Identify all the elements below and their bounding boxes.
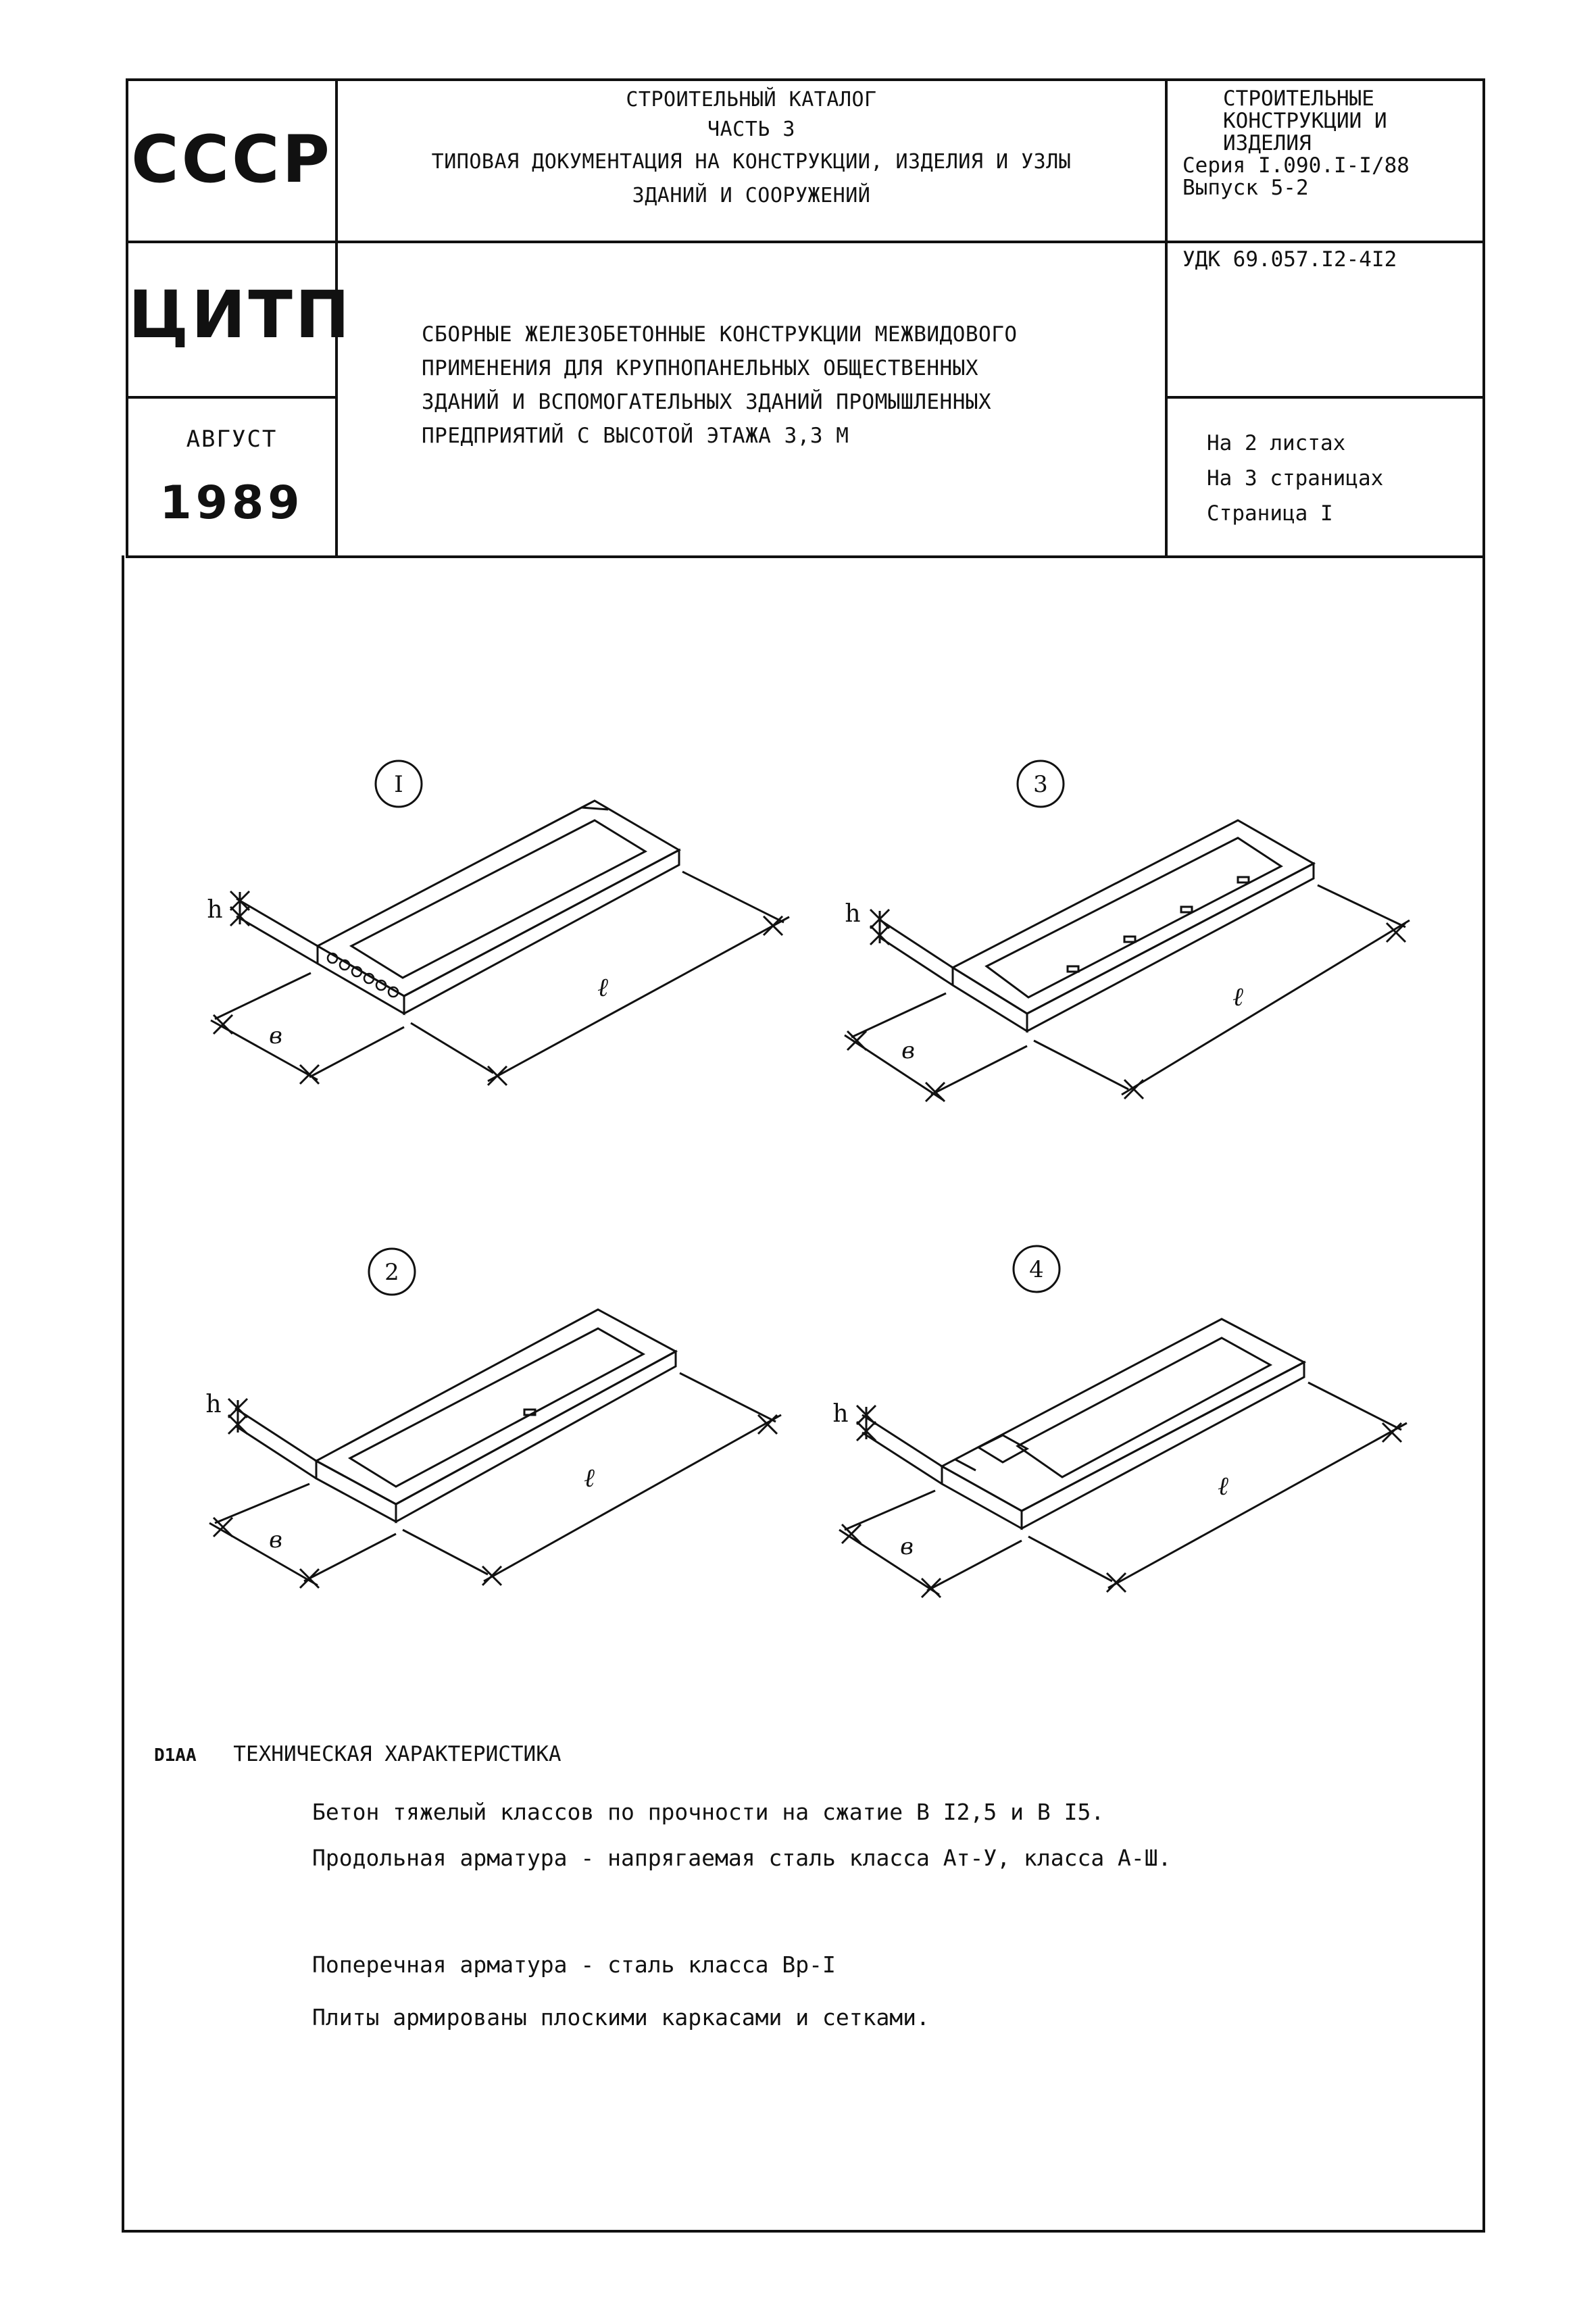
section-line: ИЗДЕЛИЯ [1223, 131, 1312, 155]
tech-code: D1AA [154, 1745, 197, 1766]
slab-1-inner [349, 819, 648, 979]
figure-3-b-label: в [901, 1037, 915, 1064]
catalog-line: ТИПОВАЯ ДОКУМЕНТАЦИЯ НА КОНСТРУКЦИИ, ИЗД… [431, 150, 1072, 174]
figure-2-number: 2 [384, 1259, 399, 1286]
sheets-count: На 2 листах [1207, 431, 1346, 455]
figure-3-number: 3 [1033, 771, 1048, 798]
figure-4-l-label: ℓ [1218, 1471, 1228, 1501]
slab-1-voids [326, 952, 399, 998]
figure-3-h-label: h [845, 900, 860, 928]
figure-3-l-label: ℓ [1232, 982, 1243, 1012]
figure-4-number: 4 [1029, 1256, 1044, 1283]
section-line: СТРОИТЕЛЬНЫЕ [1223, 86, 1374, 111]
catalog-line: СТРОИТЕЛЬНЫЙ КАТАЛОГ [626, 88, 877, 111]
figure-1-b-label: в [269, 1022, 282, 1049]
title-line: СБОРНЫЕ ЖЕЛЕЗОБЕТОННЫЕ КОНСТРУКЦИИ МЕЖВИ… [422, 322, 1018, 347]
figure-4-h-label: h [832, 1400, 848, 1428]
slab-3-side [1026, 862, 1315, 1033]
tech-header: D1AA ТЕХНИЧЕСКАЯ ХАРАКТЕРИСТИКА [154, 1738, 1465, 1772]
slab-1-side [403, 848, 680, 1016]
figure-1-h-label: h [207, 896, 222, 924]
slab-4-front [941, 1464, 1023, 1530]
figure-4-number-circle [1012, 1245, 1061, 1293]
body-left-line [122, 555, 124, 2231]
title-line: ПРИМЕНЕНИЯ ДЛЯ КРУПНОПАНЕЛЬНЫХ ОБЩЕСТВЕН… [422, 356, 979, 380]
frame-row2-right-line [1165, 396, 1485, 399]
body-bottom-line [122, 2230, 1485, 2233]
slab-2-front [315, 1459, 397, 1524]
section-block: СТРОИТЕЛЬНЫЕ КОНСТРУКЦИИ И ИЗДЕЛИЯ Серия… [1182, 88, 1480, 199]
year-label: 1989 [159, 476, 304, 530]
figure-2-number-circle [368, 1247, 416, 1296]
figure-3-number-circle [1016, 760, 1065, 808]
body-right-line [1482, 555, 1485, 2231]
tech-section: D1AA ТЕХНИЧЕСКАЯ ХАРАКТЕРИСТИКА [154, 1738, 1465, 1772]
slab-4-top [939, 1318, 1307, 1512]
country-label: СССР [131, 122, 332, 197]
slab-1-front [316, 944, 405, 1016]
page-number: Страница I [1207, 501, 1333, 526]
figure-2 [209, 1247, 782, 1589]
title-line: ЗДАНИЙ И ВСПОМОГАТЕЛЬНЫХ ЗДАНИЙ ПРОМЫШЛЕ… [422, 390, 992, 414]
slab-4-inner [1016, 1337, 1273, 1478]
tech-line: Поперечная арматура - сталь класса Вр-I [312, 1951, 836, 1978]
org-label: ЦИТП [128, 277, 353, 353]
catalog-block: СТРОИТЕЛЬНЫЙ КАТАЛОГ ЧАСТЬ 3 ТИПОВАЯ ДОК… [338, 86, 1165, 209]
month-label: АВГУСТ [186, 426, 278, 453]
slab-3-inner [984, 837, 1283, 999]
figure-3 [844, 760, 1410, 1103]
figure-2-b-label: в [269, 1526, 282, 1553]
pages-count: На 3 страницах [1207, 466, 1384, 491]
series-line: Серия I.090.I-I/88 [1182, 153, 1410, 178]
tech-heading: ТЕХНИЧЕСКАЯ ХАРАКТЕРИСТИКА [233, 1742, 562, 1766]
product-title: СБОРНЫЕ ЖЕЛЕЗОБЕТОННЫЕ КОНСТРУКЦИИ МЕЖВИ… [422, 318, 1158, 453]
tech-line: Продольная арматура - напрягаемая сталь … [312, 1845, 1172, 1871]
slab-2-inner [347, 1327, 646, 1488]
figure-4 [839, 1245, 1407, 1599]
catalog-line: ЗДАНИЙ И СООРУЖЕНИЙ [632, 184, 871, 207]
frame-row1-line [126, 241, 1485, 243]
slab-1-top [315, 799, 682, 997]
frame-right-line [1482, 78, 1485, 558]
udk-label: УДК 69.057.I2-4I2 [1182, 247, 1397, 272]
frame-row2-left-line [126, 396, 336, 399]
figure-1-number-circle [374, 760, 423, 808]
tech-line: Плиты армированы плоскими каркасами и се… [312, 2004, 930, 2031]
frame-col1-line [335, 78, 338, 558]
frame-left-line [126, 78, 128, 558]
issue-line: Выпуск 5-2 [1182, 176, 1309, 200]
slab-2-top [314, 1308, 678, 1505]
slab-2-side [395, 1349, 677, 1524]
slab-4-notch [978, 1434, 1030, 1464]
sheet-info: На 2 листах На 3 страницах Страница I [1207, 426, 1477, 531]
frame-top-line [127, 78, 1485, 81]
frame-header-bottom [126, 555, 1485, 558]
tech-line: Бетон тяжелый классов по прочности на сж… [312, 1799, 1105, 1825]
title-line: ПРЕДПРИЯТИЙ С ВЫСОТОЙ ЭТАЖА 3,3 М [422, 424, 849, 448]
figure-1 [210, 760, 790, 1087]
figure-1-number: I [394, 771, 403, 798]
figure-2-l-label: ℓ [584, 1463, 595, 1493]
section-line: КОНСТРУКЦИИ И [1223, 109, 1387, 133]
slab-3-top [950, 819, 1316, 1015]
catalog-line: ЧАСТЬ 3 [707, 118, 795, 141]
figure-4-b-label: в [900, 1533, 914, 1560]
slab-3-front [951, 966, 1028, 1033]
figure-2-h-label: h [205, 1391, 221, 1418]
figure-1-l-label: ℓ [597, 972, 608, 1002]
frame-col3-line [1165, 78, 1168, 558]
